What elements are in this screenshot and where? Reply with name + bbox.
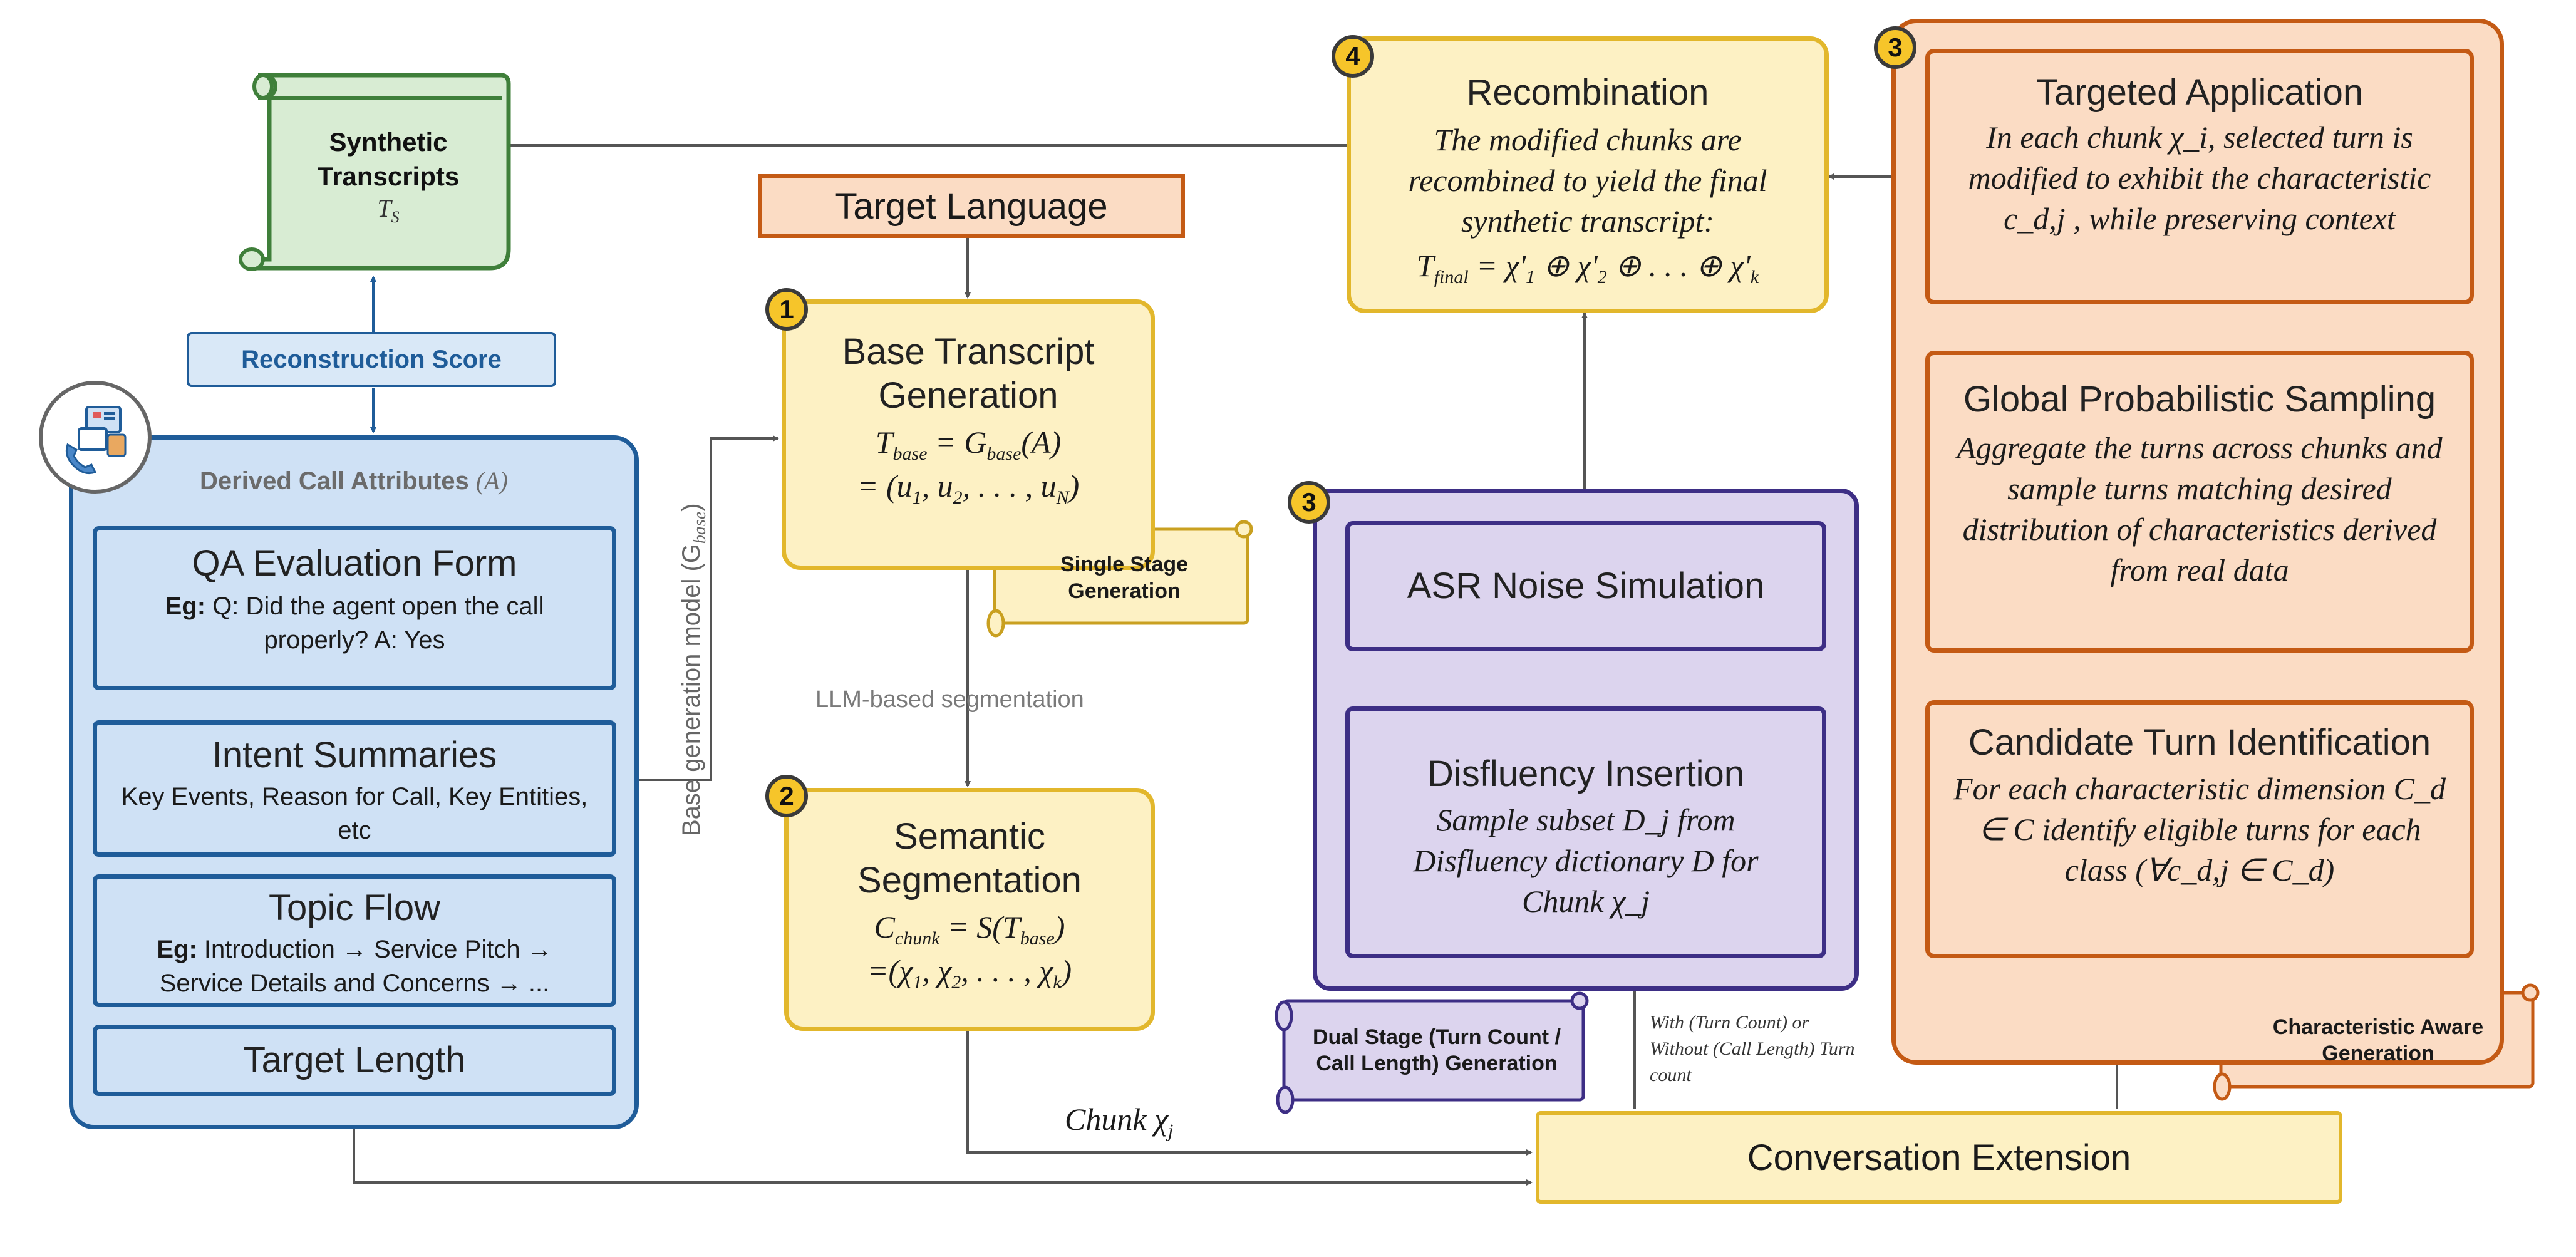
phone-attributes-icon — [39, 381, 152, 494]
qa-evaluation-form: QA Evaluation Form Eg: Q: Did the agent … — [93, 526, 616, 690]
recombination-text: The modified chunks are recombined to yi… — [1408, 122, 1767, 239]
arrow-semantic-to-extension — [966, 1030, 1533, 1156]
derived-title: Derived Call Attributes (A) — [200, 467, 508, 495]
turn-count-note: With (Turn Count) or Without (Call Lengt… — [1650, 1012, 1855, 1085]
intent-summaries: Intent Summaries Key Events, Reason for … — [93, 720, 616, 857]
candidate-title: Candidate Turn Identification — [1968, 722, 2431, 763]
step-badge-2: 2 — [765, 775, 808, 817]
semantic-eq1: Cchunk = S(Tbase) — [874, 909, 1065, 949]
targeted-title: Targeted Application — [2035, 72, 2364, 113]
candidate-turn-identification: Candidate Turn Identification For each c… — [1925, 700, 2474, 958]
step-badge-1: 1 — [765, 288, 808, 331]
global-probabilistic-sampling: Global Probabilistic Sampling Aggregate … — [1925, 351, 2474, 653]
base-eq2: = (u1, u2, . . . , uN) — [857, 468, 1080, 509]
dual-stage-scroll-shape — [1275, 991, 1589, 1114]
reconstruction-score: Reconstruction Score — [187, 332, 556, 387]
step-badge-3-char: 3 — [1874, 26, 1916, 69]
semantic-segmentation: Semantic Segmentation Cchunk = S(Tbase) … — [784, 788, 1155, 1031]
topic-text: Eg: Introduction → Service Pitch → Servi… — [157, 935, 552, 997]
target-length: Target Length — [93, 1025, 616, 1096]
step-badge-4: 4 — [1332, 35, 1374, 78]
disfluency-text: Sample subset D_j from Disfluency dictio… — [1413, 802, 1759, 919]
semantic-title: Semantic Segmentation — [857, 816, 1082, 901]
recombination-title: Recombination — [1466, 72, 1709, 113]
conversation-extension: Conversation Extension — [1536, 1111, 2342, 1204]
qa-text: Eg: Q: Did the agent open the call prope… — [165, 592, 544, 654]
base-transcript-generation: Base Transcript Generation Tbase = Gbase… — [782, 299, 1155, 570]
global-text: Aggregate the turns across chunks and sa… — [1957, 430, 2443, 587]
single-stage-label: Single Stage Generation — [1060, 552, 1189, 603]
base-title: Base Transcript Generation — [842, 331, 1095, 416]
topic-flow: Topic Flow Eg: Introduction → Service Pi… — [93, 874, 616, 1007]
disfluency-insertion: Disfluency Insertion Sample subset D_j f… — [1345, 706, 1826, 958]
targeted-application: Targeted Application In each chunk χ_i, … — [1925, 49, 2474, 304]
semantic-eq2: =(χ1, χ2, . . . , χk) — [867, 953, 1072, 993]
base-model-label: Base generation model (Gbase) — [678, 503, 710, 836]
target-length-title: Target Length — [243, 1040, 466, 1081]
char-aware-label: Characteristic Aware Generation — [2272, 1015, 2484, 1066]
recombination-eq: Tfinal = χ'1 ⊕ χ'2 ⊕ . . . ⊕ χ'k — [1416, 247, 1759, 287]
topic-title: Topic Flow — [269, 887, 440, 928]
base-eq1: Tbase = Gbase(A) — [875, 425, 1062, 465]
dual-stage-label: Dual Stage (Turn Count / Call Length) Ge… — [1312, 1025, 1561, 1076]
recombination: Recombination The modified chunks are re… — [1347, 36, 1829, 313]
target-language: Target Language — [758, 174, 1185, 238]
targeted-text: In each chunk χ_i, selected turn is modi… — [1968, 119, 2431, 236]
synthetic-symbol: TS — [377, 194, 400, 227]
synthetic-transcripts: Synthetic Transcripts TS — [276, 125, 501, 227]
asr-noise-simulation: ASR Noise Simulation — [1345, 521, 1826, 651]
step-badge-3-noise: 3 — [1288, 481, 1330, 524]
llm-segmentation-label: LLM-based segmentation — [815, 686, 1084, 713]
synthetic-scroll-shape — [239, 73, 511, 271]
candidate-text: For each characteristic dimension C_d ∈ … — [1953, 770, 2446, 887]
intent-title: Intent Summaries — [212, 735, 497, 775]
asr-title: ASR Noise Simulation — [1407, 566, 1765, 607]
intent-text: Key Events, Reason for Call, Key Entitie… — [121, 782, 588, 844]
global-title: Global Probabilistic Sampling — [1963, 379, 2436, 420]
qa-title: QA Evaluation Form — [192, 543, 517, 584]
disfluency-title: Disfluency Insertion — [1427, 753, 1745, 794]
synthetic-title: Synthetic Transcripts — [317, 127, 460, 191]
chunk-label: Chunk χj — [1065, 1102, 1174, 1141]
arrow-attributes-to-base — [633, 435, 779, 781]
